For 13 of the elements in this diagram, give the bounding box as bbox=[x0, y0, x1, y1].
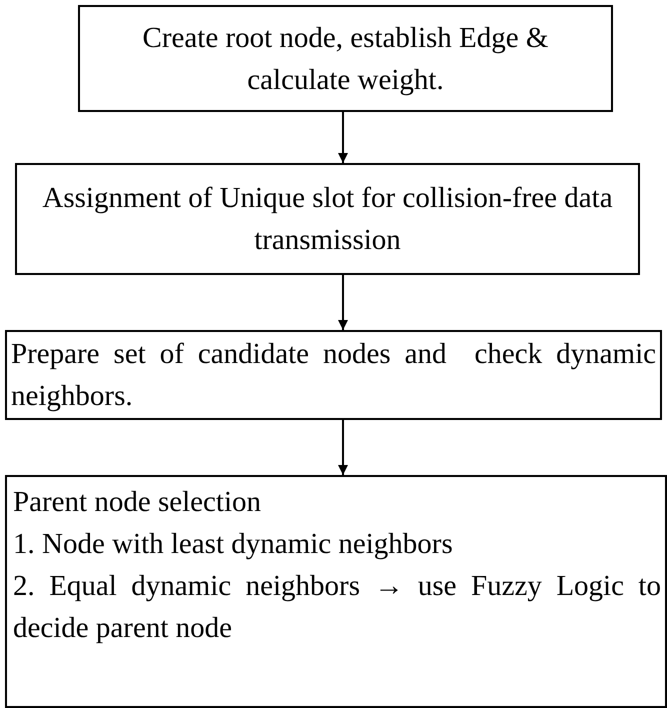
process-box bbox=[5, 475, 667, 708]
box-text: Assignment of Unique slot for collision-free data transmission bbox=[41, 181, 614, 258]
box-heading: Parent node selection bbox=[13, 485, 262, 520]
arrow bbox=[338, 275, 348, 330]
box-text: Prepare set of candidate nodes and check dynamic neighbors. bbox=[11, 337, 656, 414]
process-box bbox=[5, 330, 662, 420]
box-text: 2. Equal dynamic neighbors → use Fuzzy Logic to decide parent node bbox=[13, 569, 661, 646]
process-box bbox=[15, 163, 640, 275]
arrow bbox=[338, 420, 348, 475]
box-text: Create root node, establish Edge & calculate weight. bbox=[142, 20, 550, 98]
process-box bbox=[78, 5, 613, 112]
arrow bbox=[338, 112, 348, 163]
box-text: 1. Node with least dynamic neighbors bbox=[13, 527, 454, 562]
